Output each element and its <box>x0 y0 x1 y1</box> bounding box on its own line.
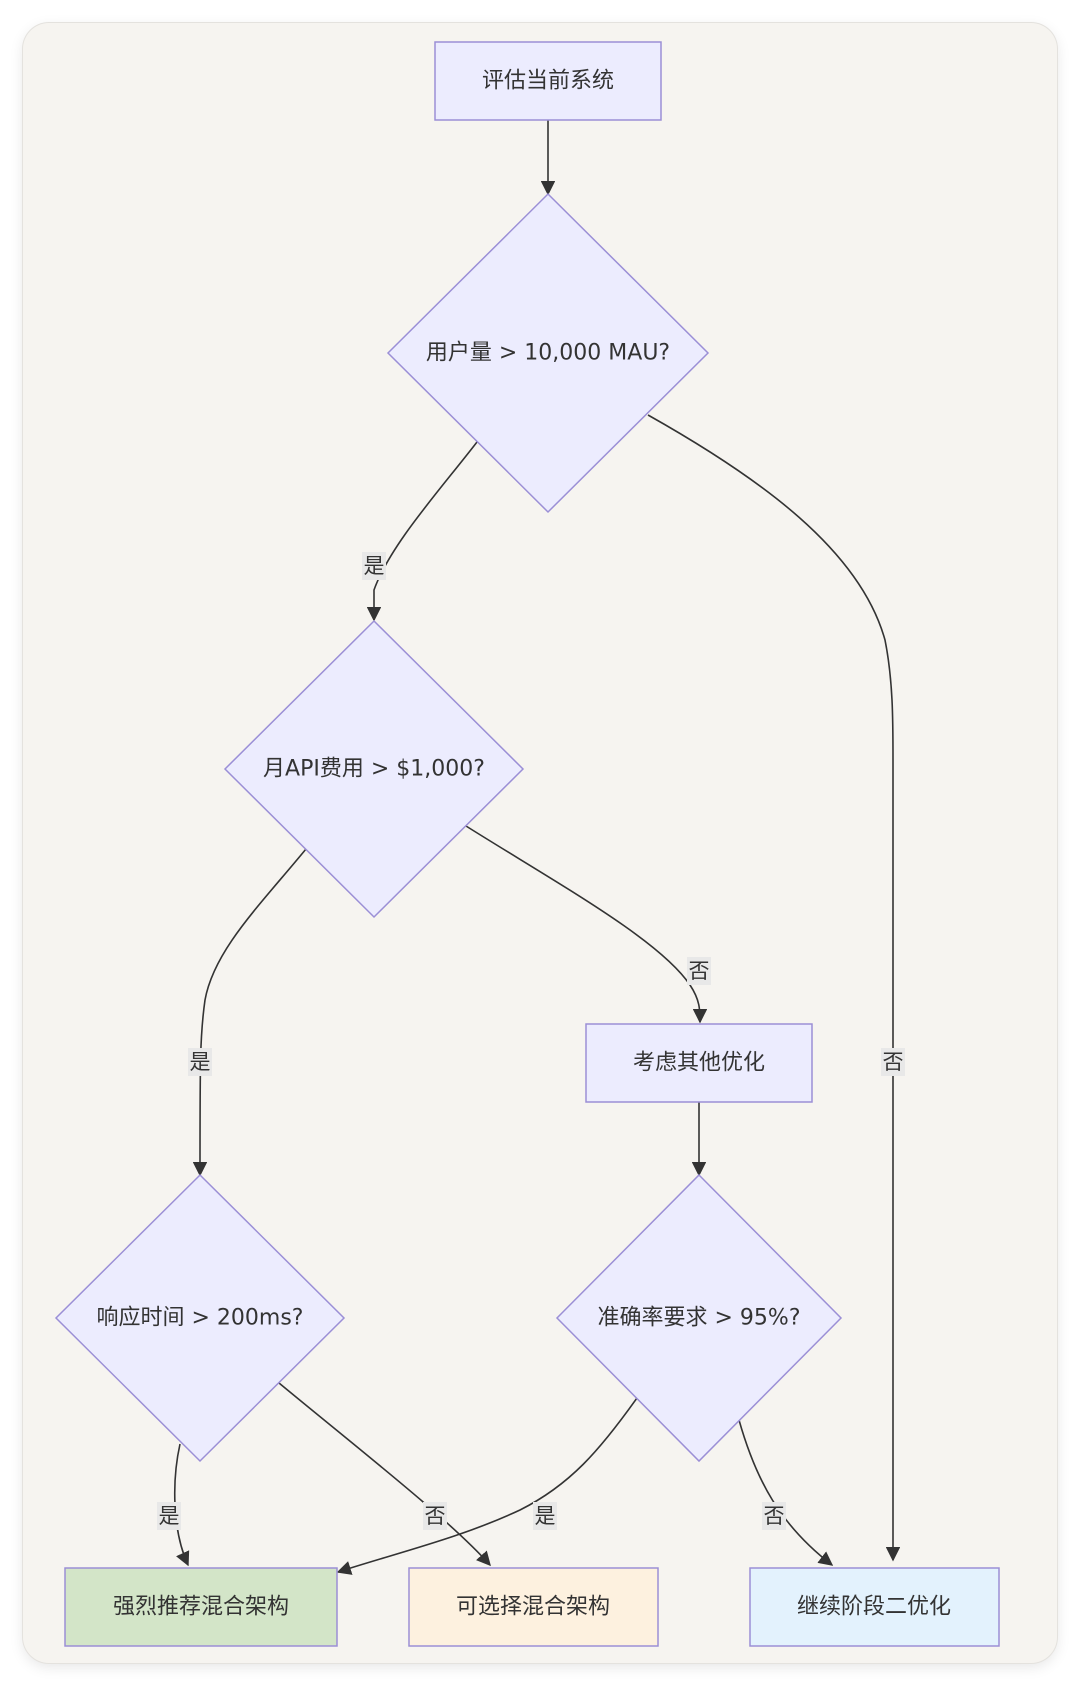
result-strong-hybrid: 强烈推荐混合架构 <box>64 1567 338 1647</box>
edge-users-no <box>647 414 901 1562</box>
edge-label-users-no-text: 否 <box>883 1050 904 1074</box>
edge-label-api-yes-text: 是 <box>190 1050 211 1074</box>
edge-accuracy-yes <box>336 1397 638 1575</box>
decision-users-label: 用户量 > 10,000 MAU? <box>426 341 670 366</box>
edge-label-users-yes-text: 是 <box>364 554 385 578</box>
decision-api-cost: 月API费用 > $1,000? <box>223 619 525 919</box>
decision-accuracy-label: 准确率要求 > 95%? <box>598 1306 801 1331</box>
result-continue-phase2: 继续阶段二优化 <box>749 1567 1000 1647</box>
decision-latency-label: 响应时间 > 200ms? <box>97 1306 304 1331</box>
decision-users: 用户量 > 10,000 MAU? <box>386 192 710 514</box>
result-continue-phase2-label: 继续阶段二优化 <box>797 1595 951 1620</box>
decision-accuracy: 准确率要求 > 95%? <box>555 1173 843 1463</box>
edge-label-accuracy-yes: 是 <box>533 1502 557 1530</box>
edge-label-accuracy-no-text: 否 <box>764 1504 785 1528</box>
edge-label-latency-yes: 是 <box>157 1502 181 1530</box>
node-other-optimization-label: 考虑其他优化 <box>633 1051 765 1076</box>
edge-api-yes <box>192 848 307 1177</box>
edge-latency-no <box>278 1382 491 1567</box>
result-optional-hybrid: 可选择混合架构 <box>408 1567 659 1647</box>
edge-label-users-yes: 是 <box>362 552 386 580</box>
edge-label-api-no: 否 <box>687 957 711 985</box>
result-optional-hybrid-label: 可选择混合架构 <box>456 1595 610 1620</box>
edge-label-api-yes: 是 <box>188 1048 212 1076</box>
node-evaluate-label: 评估当前系统 <box>482 69 614 94</box>
result-strong-hybrid-label: 强烈推荐混合架构 <box>113 1595 289 1620</box>
edge-users-yes <box>366 441 478 622</box>
edge-accuracy-no <box>738 1419 834 1566</box>
node-evaluate: 评估当前系统 <box>434 41 662 121</box>
decision-latency: 响应时间 > 200ms? <box>54 1173 346 1463</box>
decision-api-cost-label: 月API费用 > $1,000? <box>263 757 485 782</box>
node-other-optimization: 考虑其他优化 <box>585 1023 813 1103</box>
edge-label-latency-no-text: 否 <box>425 1504 446 1528</box>
edge-label-latency-yes-text: 是 <box>159 1504 180 1528</box>
edge-label-users-no: 否 <box>881 1048 905 1076</box>
edge-api-no <box>465 825 708 1024</box>
edge-label-api-no-text: 否 <box>689 959 710 983</box>
edge-label-accuracy-yes-text: 是 <box>535 1504 556 1528</box>
edge-label-latency-no: 否 <box>423 1502 447 1530</box>
edge-label-accuracy-no: 否 <box>762 1502 786 1530</box>
